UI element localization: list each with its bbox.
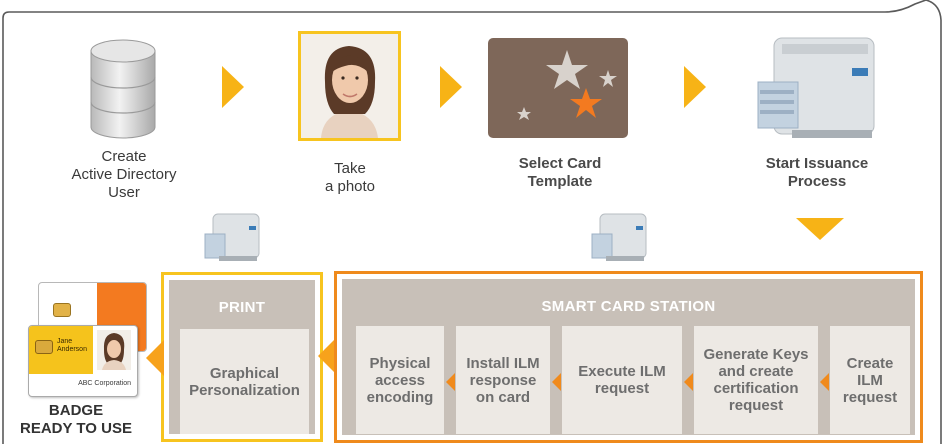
card-printer-icon	[757, 37, 875, 138]
stars-icon	[517, 50, 617, 120]
station-panel-body: SMART CARD STATION Physical access encod…	[342, 279, 915, 435]
flow-arrow-left	[552, 373, 561, 391]
badge-card-front: Jane Anderson ABC Corporation	[28, 325, 138, 397]
portrait-photo	[298, 31, 401, 141]
smart-card-station-panel: SMART CARD STATION Physical access encod…	[334, 271, 923, 443]
database-icon	[90, 39, 156, 139]
create-user-label: Create Active Directory User	[71, 148, 177, 201]
flow-arrow-down	[796, 218, 844, 240]
badge-portrait	[97, 330, 131, 370]
station-step-generate-keys: Generate Keys and create certification r…	[694, 326, 818, 434]
flow-arrow-2	[440, 66, 462, 108]
chip-icon	[53, 303, 71, 317]
station-step-execute-ilm: Execute ILM request	[562, 326, 682, 434]
flow-arrow-left	[146, 340, 164, 376]
person-icon	[301, 34, 398, 138]
print-panel-body: PRINT Graphical Personalization	[169, 280, 315, 434]
badge-organization: ABC Corporation	[78, 380, 131, 387]
select-template-label: Select Card Template	[518, 155, 602, 190]
flow-arrow-left	[446, 373, 455, 391]
flow-arrow-1	[222, 66, 244, 108]
flow-arrow-left	[684, 373, 693, 391]
station-panel-title: SMART CARD STATION	[541, 298, 716, 315]
badge-ready-label: BADGE READY TO USE	[20, 402, 132, 437]
station-step-create-ilm: Create ILM request	[830, 326, 910, 434]
flow-arrow-3	[684, 66, 706, 108]
print-panel: PRINT Graphical Personalization	[161, 272, 323, 442]
station-step-install-ilm: Install ILM response on card	[456, 326, 550, 434]
card-template-stars	[488, 38, 628, 138]
start-issuance-label: Start Issuance Process	[765, 155, 869, 190]
flow-arrow-left	[318, 338, 336, 374]
badge-holder-name: Jane Anderson	[57, 338, 87, 353]
print-panel-title: PRINT	[218, 299, 266, 316]
chip-icon	[35, 340, 53, 354]
flow-arrow-left	[820, 373, 829, 391]
card-printer-icon	[591, 213, 647, 261]
station-step-physical-access: Physical access encoding	[356, 326, 444, 434]
graphical-personalization-step: Graphical Personalization	[180, 329, 309, 434]
take-photo-label: Take a photo	[324, 160, 376, 195]
card-printer-icon	[204, 213, 260, 261]
